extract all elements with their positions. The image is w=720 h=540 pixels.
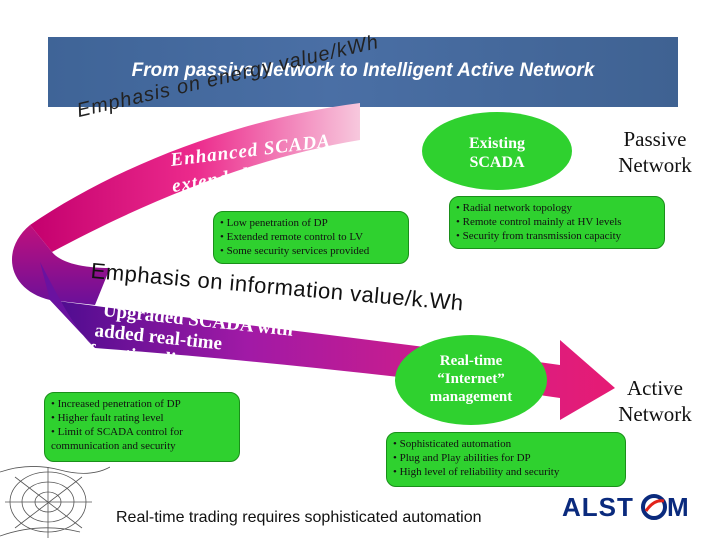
existing-scada-label: Existing SCADA: [468, 135, 525, 171]
existing-scada-bubble: [422, 112, 572, 190]
alstom-logo-mark: ALST M: [562, 492, 689, 522]
bullet-item: • Limit of SCADA control for: [51, 426, 183, 438]
passive-network-label: Passive Network: [618, 127, 692, 177]
decorative-grid-globe-graphic: [0, 466, 110, 538]
bullet-item: • Some security services provided: [220, 245, 370, 257]
bullet-item: • Remote control mainly at HV levels: [456, 216, 622, 228]
bullet-item: • Increased penetration of DP: [51, 398, 181, 410]
footer-caption: Real-time trading requires sophisticated…: [116, 509, 482, 526]
bullet-item: • Low penetration of DP: [220, 217, 328, 229]
bullet-item: communication and security: [51, 440, 176, 452]
upgraded-scada-bullets-box: • Increased penetration of DP • Higher f…: [44, 392, 240, 462]
bullet-item: • Higher fault rating level: [51, 412, 164, 424]
arrow-turn: [11, 225, 111, 305]
bullet-item: • High level of reliability and security: [393, 466, 560, 478]
bullet-item: • Sophisticated automation: [393, 438, 512, 450]
realtime-internet-label: Real-time “Internet” management: [429, 353, 513, 405]
arrow-upper-band: [30, 103, 360, 252]
realtime-management-bullets-box: • Sophisticated automation • Plug and Pl…: [386, 432, 626, 487]
bullet-item: • Radial network topology: [456, 202, 572, 214]
svg-text:M: M: [667, 492, 689, 522]
title-banner: [48, 37, 678, 107]
alstom-logo: ALST M: [556, 487, 708, 527]
svg-text:ALST: ALST: [562, 492, 634, 522]
bullet-item: • Plug and Play abilities for DP: [393, 452, 531, 464]
bullet-item: • Extended remote control to LV: [220, 231, 364, 243]
enhanced-scada-bullets-box: • Low penetration of DP • Extended remot…: [213, 211, 409, 264]
active-network-label: Active Network: [618, 376, 692, 426]
existing-scada-bullets-box: • Radial network topology • Remote contr…: [449, 196, 665, 249]
slide-title: From passive Network to Intelligent Acti…: [131, 60, 595, 81]
bullet-item: • Security from transmission capacity: [456, 230, 622, 242]
realtime-internet-bubble: [395, 335, 547, 425]
arrow-lower-band: [50, 300, 615, 420]
